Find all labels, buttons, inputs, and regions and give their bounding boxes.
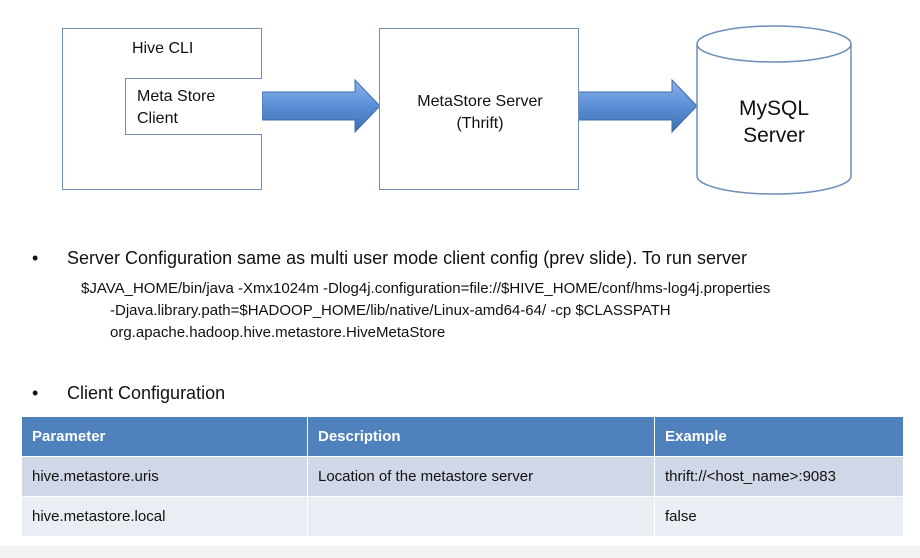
metastore-server-box: MetaStore Server (Thrift) <box>379 28 579 190</box>
hive-cli-label: Hive CLI <box>132 40 194 57</box>
client-config-table: Parameter Description Example hive.metas… <box>22 417 904 536</box>
arrow-client-to-server <box>261 78 381 134</box>
arrow-server-to-mysql <box>577 78 698 134</box>
metastore-client-label-line2: Client <box>137 110 178 127</box>
bottom-strip <box>0 546 920 558</box>
table-header-row: Parameter Description Example <box>22 417 904 457</box>
command-line: -Djava.library.path=$HADOOP_HOME/lib/nat… <box>110 302 671 319</box>
command-line: $JAVA_HOME/bin/java -Xmx1024m -Dlog4j.co… <box>81 280 771 297</box>
metastore-client-label-line1: Meta Store <box>137 88 216 105</box>
metastore-server-label-line1: MetaStore Server <box>417 93 543 110</box>
column-header: Parameter <box>22 417 308 457</box>
table-cell <box>307 496 655 536</box>
bullet-dot: • <box>32 383 39 403</box>
table-row: hive.metastore.uris Location of the meta… <box>22 456 904 497</box>
client-config-text: Client Configuration <box>67 383 226 403</box>
server-config-text: Server Configuration same as multi user … <box>67 248 747 268</box>
table-row: hive.metastore.local false <box>22 496 904 536</box>
column-header: Example <box>654 417 904 457</box>
table-cell: Location of the metastore server <box>307 456 655 497</box>
mysql-cylinder <box>696 25 852 195</box>
command-line: org.apache.hadoop.hive.metastore.HiveMet… <box>110 324 446 341</box>
column-header: Description <box>307 417 655 457</box>
mysql-label-line1: MySQL <box>738 97 809 120</box>
slide: Hive CLI Meta Store Client MetaStore Ser… <box>22 25 904 536</box>
table-cell: hive.metastore.local <box>22 496 308 536</box>
bullet-dot: • <box>32 248 39 268</box>
architecture-diagram <box>261 25 852 195</box>
metastore-server-label-line2: (Thrift) <box>456 115 504 132</box>
table-cell: thrift://<host_name>:9083 <box>654 456 904 497</box>
mysql-label-line2: Server <box>743 124 805 147</box>
table-cell: false <box>654 496 904 536</box>
metastore-client-box: Meta Store Client <box>125 78 262 135</box>
table-cell: hive.metastore.uris <box>22 456 308 497</box>
